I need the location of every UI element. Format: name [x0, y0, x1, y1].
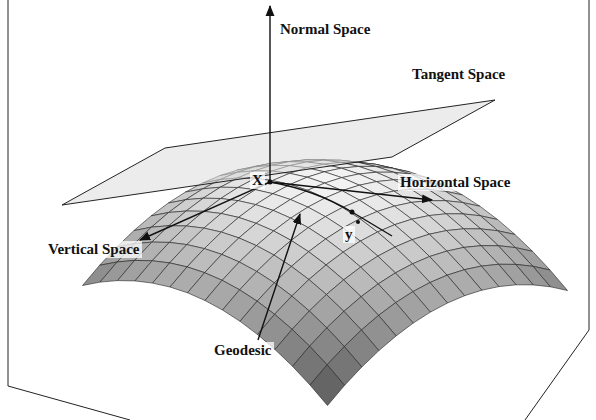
- point-label: X: [250, 172, 265, 189]
- geodesic-leader: [258, 214, 300, 340]
- surface-cell: [310, 365, 345, 406]
- curve-label: Geodesic: [212, 342, 274, 359]
- geodesic-curve: [270, 182, 352, 212]
- curved-surface: [83, 160, 568, 406]
- space-label: Normal Space: [278, 21, 372, 38]
- point-label: y: [343, 226, 355, 243]
- space-label: Vertical Space: [46, 241, 142, 258]
- vertical-arrow: [140, 182, 270, 240]
- frame-lines: [8, 0, 589, 420]
- point-y-2: [356, 220, 360, 224]
- normal-arrow: [269, 6, 270, 182]
- tangent-line-y: [352, 212, 392, 236]
- point-y: [350, 210, 355, 215]
- space-label: Tangent Space: [410, 66, 507, 83]
- axes: [140, 6, 432, 340]
- point-x: [268, 180, 273, 185]
- space-label: Horizontal Space: [398, 174, 512, 191]
